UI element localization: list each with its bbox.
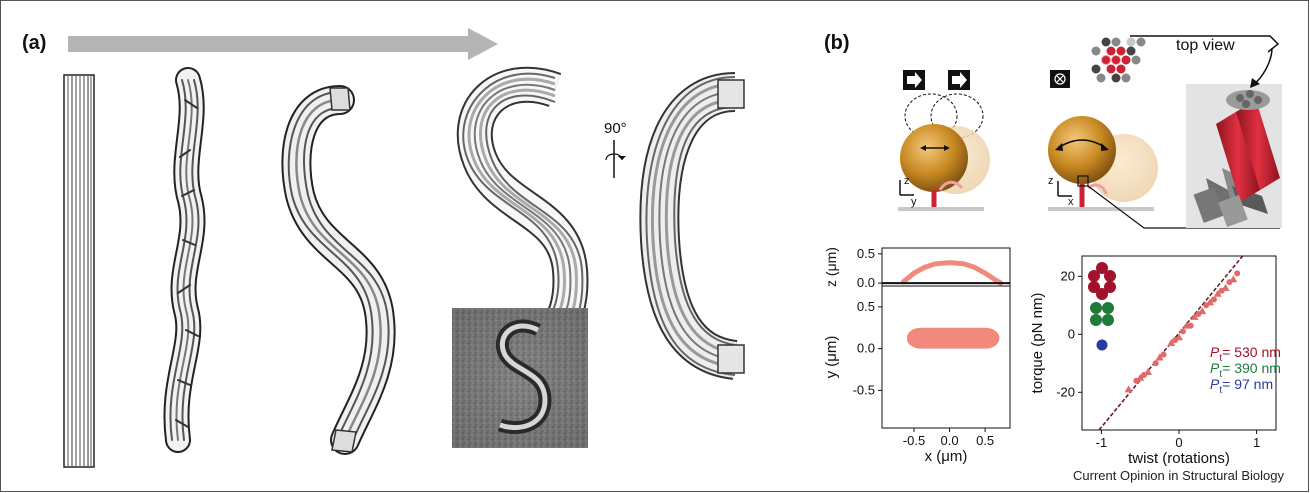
axis-z-right: z <box>1048 175 1054 187</box>
legend-marker-six-helix <box>1096 288 1108 300</box>
torque-xlabel: twist (rotations) <box>1128 450 1230 467</box>
force-arrow-icon-left <box>903 70 925 90</box>
cross-section-icon <box>1092 38 1146 83</box>
trajectory-xtick-label: 0.0 <box>941 433 959 448</box>
torque-ytick-label: 0 <box>1068 326 1075 341</box>
torque-point <box>1125 385 1133 392</box>
trajectory-xlabel: x (μm) <box>925 448 968 465</box>
torque-point <box>1234 270 1240 276</box>
em-micrograph-inset <box>452 308 588 448</box>
legend-marker-six-helix-core <box>1099 278 1106 285</box>
legend-marker-four-helix <box>1090 314 1102 326</box>
torque-point <box>1180 328 1186 334</box>
trajectory-xtick-label: -0.5 <box>903 433 925 448</box>
trajectory-top-frame <box>882 248 1010 286</box>
bundle-wavy <box>170 80 198 440</box>
trajectory-xtick-label: 0.5 <box>976 433 994 448</box>
trajectory-top-ytick-label: 0.5 <box>857 246 875 261</box>
legend-marker-four-helix <box>1090 302 1102 314</box>
trajectory-top-ytick-label: 0.0 <box>857 275 875 290</box>
trajectory-bottom-ytick-label: 0.5 <box>857 299 875 314</box>
trajectory-bottom-frame <box>882 286 1010 428</box>
legend-marker-six-helix <box>1104 270 1116 282</box>
torque-ylabel: torque (pN nm) <box>1029 293 1046 394</box>
torque-into-page-icon <box>1050 70 1070 88</box>
legend-marker-four-helix <box>1102 314 1114 326</box>
legend-marker-four-helix <box>1102 302 1114 314</box>
trajectory-bottom-ytick-label: -0.5 <box>853 382 875 397</box>
torque-xtick-label: 0 <box>1175 435 1182 450</box>
torque-point <box>1222 284 1230 291</box>
legend-marker-single-helix <box>1097 340 1108 351</box>
force-arrow-icon-right <box>948 70 970 90</box>
legend-marker-six-helix <box>1088 270 1100 282</box>
top-view-label: top view <box>1176 37 1235 54</box>
torque-xtick-label: 1 <box>1253 435 1260 450</box>
torque-point <box>1144 368 1152 375</box>
axis-y-left: y <box>911 196 917 208</box>
trajectory-bottom-ylabel: y (μm) <box>823 336 840 379</box>
torque-ytick-label: -20 <box>1056 384 1075 399</box>
top-view-arrow <box>1254 48 1272 84</box>
journal-credit: Current Opinion in Structural Biology <box>1073 468 1284 483</box>
axes-icon-right <box>1058 181 1072 196</box>
torque-point <box>1188 323 1194 329</box>
rotation-axis-icon <box>606 140 626 178</box>
torque-ytick-label: 20 <box>1061 268 1075 283</box>
torque-point <box>1160 352 1166 358</box>
trajectory-bottom-ytick-label: 0.0 <box>857 341 875 356</box>
torque-point <box>1153 360 1159 366</box>
bundle-straight <box>64 75 94 467</box>
axis-x-right: x <box>1068 196 1074 208</box>
axis-z-left: z <box>904 175 910 187</box>
bundle-s-rough <box>289 88 389 452</box>
bead-left <box>900 124 968 192</box>
torque-xtick-label: -1 <box>1096 435 1108 450</box>
rotation-label: 90° <box>604 120 627 137</box>
trajectory-xz-trace <box>903 263 1001 284</box>
trajectory-xy-cloud <box>907 328 999 349</box>
progress-arrow <box>68 28 498 60</box>
bundle-c-rotated <box>646 77 744 375</box>
torque-point <box>1229 275 1237 282</box>
surface-right <box>1048 207 1154 211</box>
torque-chart: -1 0 1 20 0 -20 twist (rotations) torque (pN nm… <box>1029 256 1281 467</box>
trajectory-top-ylabel: z (μm) <box>823 247 839 287</box>
torque-point <box>1211 297 1217 303</box>
